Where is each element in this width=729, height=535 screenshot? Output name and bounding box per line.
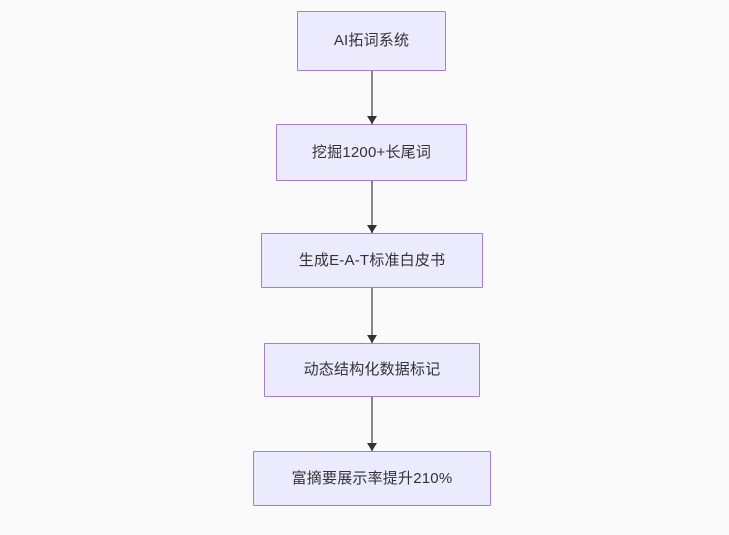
arrowhead-down-icon — [366, 116, 377, 124]
flow-node-generate-eat-whitepaper[interactable]: 生成E-A-T标准白皮书 — [261, 233, 483, 288]
edge-line — [371, 181, 373, 233]
flow-node-label: 动态结构化数据标记 — [303, 361, 441, 378]
edge-line — [371, 71, 373, 124]
flow-node-mine-longtail-keywords[interactable]: 挖掘1200+长尾词 — [276, 124, 467, 181]
flow-node-dynamic-structured-data-markup[interactable]: 动态结构化数据标记 — [264, 343, 480, 397]
arrowhead-down-icon — [366, 335, 377, 343]
flow-node-label: 生成E-A-T标准白皮书 — [298, 251, 446, 269]
arrowhead-down-icon — [366, 225, 377, 233]
arrowhead-down-icon — [366, 443, 377, 451]
flow-node-label: 挖掘1200+长尾词 — [311, 143, 432, 161]
flow-node-label: 富摘要展示率提升210% — [291, 469, 453, 487]
edge-line — [371, 397, 373, 451]
flow-node-rich-snippet-impression-lift[interactable]: 富摘要展示率提升210% — [253, 451, 491, 506]
flow-node-ai-keyword-system[interactable]: AI拓词系统 — [297, 11, 446, 71]
edge-line — [371, 288, 373, 343]
flow-node-label: AI拓词系统 — [333, 32, 410, 49]
